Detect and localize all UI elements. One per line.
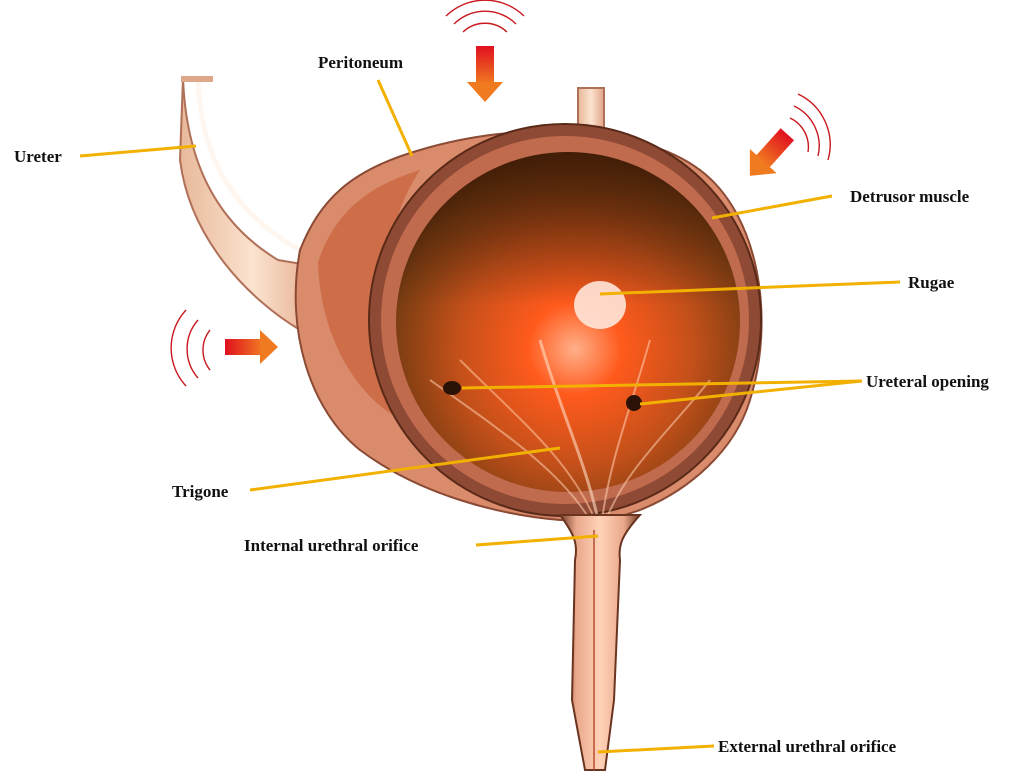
wave-arcs-top: [446, 0, 524, 32]
rugae-highlight: [574, 281, 626, 329]
label-ureteral-opening: Ureteral opening: [866, 372, 989, 391]
pressure-arrow-left: [225, 330, 278, 364]
label-trigone: Trigone: [172, 482, 229, 501]
wave-arcs-right: [790, 94, 830, 160]
label-external-urethral-orifice: External urethral orifice: [718, 737, 897, 756]
leader-line-ureter: [80, 146, 196, 156]
pressure-arrow-top: [467, 46, 503, 102]
leader-line-peritoneum: [378, 80, 412, 156]
leader-line-external-orifice: [598, 746, 714, 752]
label-detrusor-muscle: Detrusor muscle: [850, 187, 970, 206]
label-internal-urethral-orifice: Internal urethral orifice: [244, 536, 419, 555]
label-peritoneum: Peritoneum: [318, 53, 403, 72]
wave-arcs-left: [171, 310, 210, 386]
ureteral-opening-left: [443, 381, 461, 395]
label-rugae: Rugae: [908, 273, 955, 292]
ureteral-opening-right: [626, 395, 642, 411]
pressure-arrow-right: [736, 122, 800, 188]
urethra: [560, 515, 640, 770]
label-ureter: Ureter: [14, 147, 62, 166]
